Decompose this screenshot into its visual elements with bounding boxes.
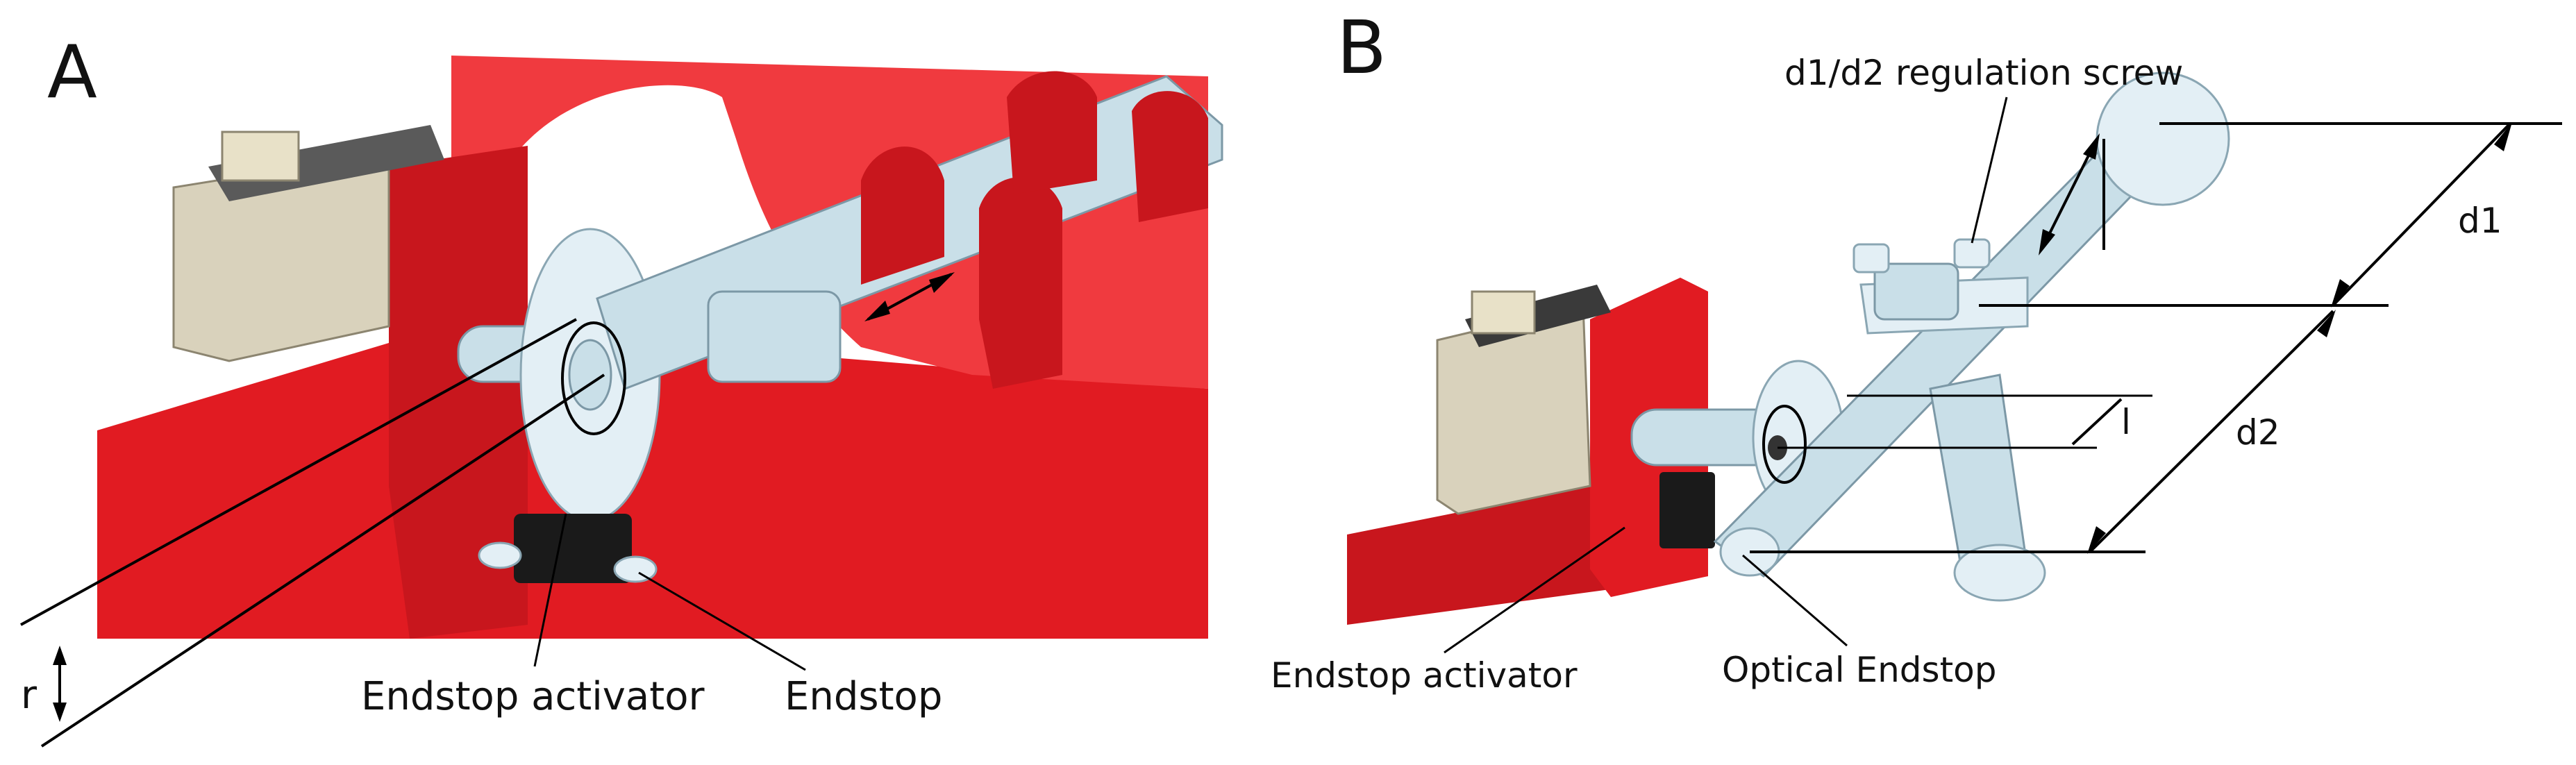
panel-b-optical-endstop-label: Optical Endstop xyxy=(1722,650,1997,690)
panel-b-d2-label: d2 xyxy=(2236,412,2280,453)
panel-a-base-plate xyxy=(97,326,1208,639)
panel-a-travel-arrow-head-right xyxy=(929,272,955,293)
panel-b-rotation-indicator xyxy=(1762,405,1807,484)
panel-b-letter: B xyxy=(1337,6,1387,90)
panel-a-holder-hook-1 xyxy=(861,146,944,285)
panel-a-motor-top xyxy=(208,125,444,201)
panel-b-leader-optical-endstop xyxy=(1742,554,1848,647)
panel-a-side-support xyxy=(389,146,528,639)
panel-a-leader-endstop xyxy=(638,571,806,671)
panel-b-d2-arrow-bottom xyxy=(2087,526,2106,554)
panel-b-endstop-activator-label: Endstop activator xyxy=(1271,655,1578,696)
panel-b-d1-dimension xyxy=(2332,122,2511,307)
panel-a-holder-hook-4 xyxy=(1132,91,1208,222)
panel-a-radius-label: r xyxy=(21,673,37,718)
panel-b-adjust-arrow xyxy=(2040,138,2098,251)
panel-b-l-dimension xyxy=(2071,398,2123,446)
panel-a-rotation-indicator xyxy=(561,321,626,435)
panel-b: B d1/d2 regulation screw d1 d2 l Endstop… xyxy=(1271,6,2562,696)
panel-b-connector xyxy=(1471,290,1536,335)
panel-a-radius-arrow-top xyxy=(53,646,67,665)
panel-a-holder-hook-3 xyxy=(1007,71,1097,194)
panel-b-regulation-screw-label: d1/d2 regulation screw xyxy=(1784,53,2183,93)
panel-b-clamp-screw-2 xyxy=(1953,238,1991,269)
panel-b-bottom-joint xyxy=(1953,544,2046,602)
panel-a-endstop-label: Endstop xyxy=(785,674,942,719)
panel-b-d2-arrow-top xyxy=(2317,310,2336,337)
panel-a-coupling xyxy=(707,290,842,383)
panel-a-activator-hub xyxy=(568,339,612,411)
panel-b-clamp-screw-1 xyxy=(1852,243,1890,274)
panel-b-d1-arrow-top xyxy=(2494,122,2512,151)
panel-b-regulation-clamp xyxy=(1873,262,1959,321)
panel-b-d1-arrow-bottom xyxy=(2331,279,2350,308)
panel-a-radius-line-upper xyxy=(20,318,577,626)
panel-a-endstop-activator-label: Endstop activator xyxy=(361,674,705,719)
panel-a-endstop-screw-right xyxy=(613,555,658,583)
panel-b-leader-endstop-activator xyxy=(1444,526,1625,654)
panel-b-d2-dimension xyxy=(2089,310,2334,553)
panel-b-d1-label: d1 xyxy=(2458,201,2502,241)
panel-a-endstop-screw-left xyxy=(478,541,522,569)
panel-a-connector xyxy=(221,131,300,182)
panel-b-l-label: l xyxy=(2121,402,2131,442)
panel-a-letter: A xyxy=(47,30,97,115)
panel-a-leader-activator xyxy=(533,513,567,667)
panel-a-travel-arrow-head-left xyxy=(864,301,890,321)
panel-a-radius-arrow-bottom xyxy=(53,703,67,722)
panel-b-leader-regulation-screw xyxy=(1971,96,2008,244)
panel-a: A r Endstop activator Endstop xyxy=(20,30,1223,748)
panel-b-optical-endstop xyxy=(1659,472,1715,548)
panel-a-radius-line-lower xyxy=(40,373,605,748)
panel-a-holder-hook-2 xyxy=(979,177,1062,389)
panel-b-adjust-arrow-head-top xyxy=(2083,133,2100,160)
panel-b-main-arm xyxy=(1713,123,2168,578)
panel-b-adjust-arrow-head-bottom xyxy=(2039,229,2055,255)
panel-a-endstop xyxy=(514,514,632,583)
